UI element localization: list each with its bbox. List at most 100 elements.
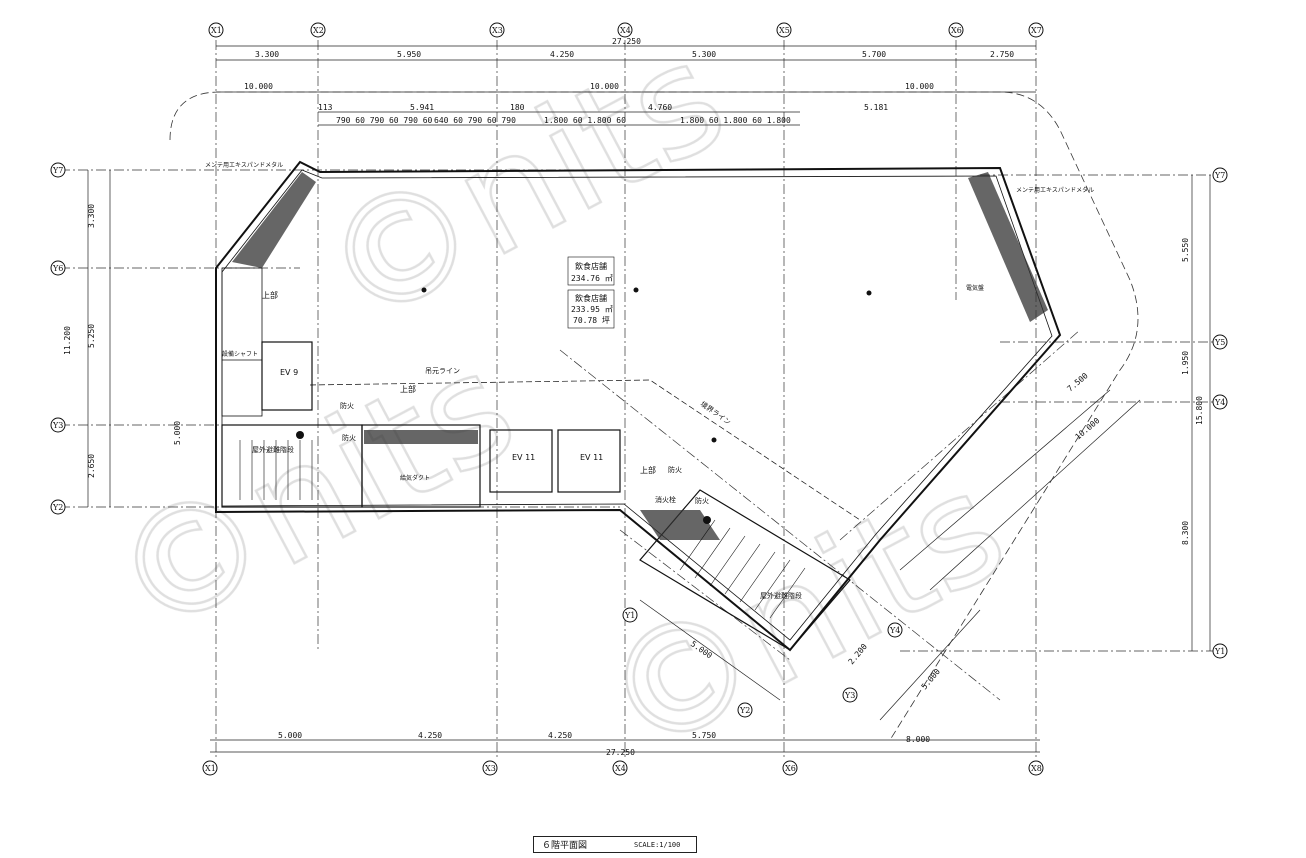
- label-elec: 電気盤: [966, 284, 984, 292]
- label-fire-4: 防火: [342, 433, 356, 442]
- dim-bottom-total: 27.250: [606, 748, 635, 757]
- stair-treads: [239, 440, 806, 619]
- room-name-2: 飲食店舗: [575, 293, 607, 303]
- dim-left-inner-4: 2.650: [87, 454, 96, 478]
- grid-label-top-3: X3: [492, 26, 503, 35]
- label-fire-3: 防火: [695, 496, 709, 505]
- grid-label-bottom-2: X3: [485, 764, 496, 773]
- dim-top-seg-2: 5.950: [397, 50, 421, 59]
- label-upper-3: 上部: [640, 465, 656, 475]
- grid-label-diag-2: Y2: [739, 706, 750, 715]
- dim-top-seg-6: 2.750: [990, 50, 1014, 59]
- dim-left-inner-1: 3.300: [87, 204, 96, 228]
- label-boundary-line: 境界ライン: [699, 399, 733, 426]
- dim-top-row3-4: 4.760: [648, 103, 672, 112]
- room-area-1: 234.76 ㎡: [571, 274, 613, 283]
- columns: [296, 287, 872, 524]
- label-stair-left: 屋外避難階段: [252, 445, 294, 454]
- grid-bubbles: [50, 22, 1228, 776]
- dim-top-row2-1: 10.000: [244, 82, 273, 91]
- grid-label-bottom-5: X8: [1031, 764, 1042, 773]
- grid-label-diag-4: Y4: [889, 626, 900, 635]
- grid-label-bottom-1: X1: [205, 764, 216, 773]
- drawing-title: ６階平面図: [542, 841, 588, 851]
- svg-text:©nits: ©nits: [295, 9, 751, 362]
- grid-label-top-2: X2: [313, 26, 324, 35]
- dim-right-outer: 15.800: [1195, 396, 1204, 425]
- label-upper-1: 上部: [262, 290, 278, 300]
- room-label-box-2: [567, 289, 615, 329]
- grid-label-right-2: Y5: [1214, 338, 1225, 347]
- dim-diag-right-2: 7.500: [1066, 371, 1090, 393]
- grid-label-left-1: Y7: [52, 166, 63, 175]
- building-walls: [215, 160, 1062, 652]
- drawing-scale: SCALE:1/100: [634, 840, 681, 849]
- site-outline: [169, 91, 1139, 741]
- dim-right-inner-2: 1.950: [1181, 351, 1190, 375]
- label-ev11a: EV 11: [512, 453, 535, 462]
- dim-diag-right-1: 10.000: [1074, 416, 1102, 442]
- dim-top-row2-2: 10.000: [590, 82, 619, 91]
- dim-diag-bottom-3: 5.000: [920, 667, 942, 691]
- label-ev11b: EV 11: [580, 453, 603, 462]
- dim-bottom-seg-4: 5.750: [692, 731, 716, 740]
- dim-bottom-seg-1: 5.000: [278, 731, 302, 740]
- dim-top-row2-3: 10.000: [905, 82, 934, 91]
- grid-label-left-4: Y2: [52, 503, 63, 512]
- label-stair-right: 屋外避難階段: [760, 591, 802, 600]
- grid-label-right-3: Y4: [1214, 398, 1225, 407]
- dim-right-inner-3: 8.300: [1181, 521, 1190, 545]
- dim-left-inner-3: 5.000: [173, 421, 182, 445]
- dim-top-row3-5: 5.181: [864, 103, 888, 112]
- label-mesh-right: メンテ用エキスパンドメタル: [1016, 186, 1094, 194]
- dim-left-outer: 11.200: [63, 326, 72, 355]
- room-tsubo-2: 70.78 坪: [573, 316, 610, 325]
- label-fire-2: 防火: [668, 465, 682, 474]
- dim-bottom-seg-2: 4.250: [418, 731, 442, 740]
- dim-right-inner-1: 5.550: [1181, 238, 1190, 262]
- grid-label-top-5: X5: [779, 26, 790, 35]
- dimension-lines: [87, 45, 1211, 753]
- grid-label-left-2: Y6: [52, 264, 63, 273]
- dim-top-seg-4: 5.300: [692, 50, 716, 59]
- dim-top-row4-2: 640 60 790 60 790: [434, 116, 516, 125]
- dim-top-total: 27.250: [612, 37, 641, 46]
- dim-bottom-seg-3: 4.250: [548, 731, 572, 740]
- room-label-box-1: [567, 256, 615, 286]
- grid-label-bottom-3: X4: [615, 764, 626, 773]
- label-duct: 給気ダクト: [400, 474, 430, 482]
- dim-top-row3-2: 5.941: [410, 103, 434, 112]
- dim-top-row3-3: 180: [510, 103, 525, 112]
- room-name-1: 飲食店舗: [575, 261, 607, 271]
- dim-top-row4-4: 1.800 60 1.800 60 1.800: [680, 116, 791, 125]
- grid-label-right-4: Y1: [1214, 647, 1225, 656]
- dim-top-seg-1: 3.300: [255, 50, 279, 59]
- dim-top-seg-5: 5.700: [862, 50, 886, 59]
- dim-top-seg-3: 4.250: [550, 50, 574, 59]
- title-block: ６階平面図 SCALE:1/100: [533, 836, 697, 853]
- grid-label-bottom-4: X6: [785, 764, 796, 773]
- grid-label-diag-1: Y1: [624, 611, 635, 620]
- dim-bottom-seg-5: 8.000: [906, 735, 930, 744]
- svg-text:©nits: ©nits: [575, 439, 1031, 792]
- label-hoist-line: 吊元ライン: [425, 367, 460, 375]
- grid-label-diag-3: Y3: [844, 691, 855, 700]
- grid-label-right-1: Y7: [1214, 171, 1225, 180]
- label-upper-2: 上部: [400, 384, 416, 394]
- mesh-hatching: [232, 172, 1048, 540]
- room-area-2: 233.95 ㎡: [571, 305, 613, 314]
- dim-top-row4-3: 1.800 60 1.800 60: [544, 116, 626, 125]
- svg-text:©nits: ©nits: [85, 319, 541, 672]
- label-shaft: 設備シャフト: [222, 350, 258, 358]
- grid-label-top-1: X1: [211, 26, 222, 35]
- dim-top-row4-1: 790 60 790 60 790 60: [336, 116, 433, 125]
- dim-top-row3-1: 113: [318, 103, 333, 112]
- label-fire-1: 防火: [340, 401, 354, 410]
- dim-left-inner-2: 5.250: [87, 324, 96, 348]
- watermark: ©nits ©nits ©nits: [84, 8, 1032, 793]
- grid-label-top-4: X4: [620, 26, 631, 35]
- grid-label-top-6: X6: [951, 26, 962, 35]
- grid-label-top-7: X7: [1031, 26, 1042, 35]
- label-ev9: EV 9: [280, 368, 298, 377]
